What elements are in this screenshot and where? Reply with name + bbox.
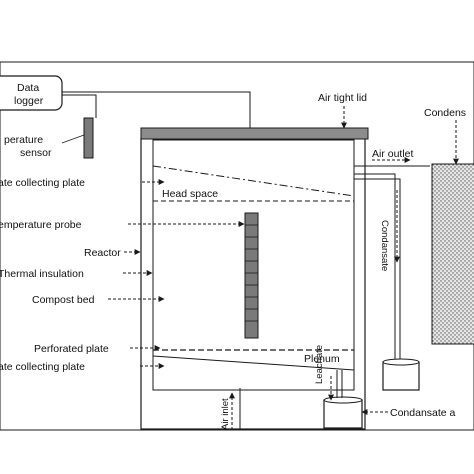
condensate-pipe bbox=[354, 173, 396, 362]
bottom-collecting-plate bbox=[152, 355, 355, 371]
condenser-wall bbox=[431, 163, 474, 345]
temperature-sensor-label-line2: sensor bbox=[20, 147, 52, 159]
outer-frame bbox=[0, 61, 474, 431]
leachate-label: Leachate bbox=[314, 345, 325, 384]
data-logger-label-line2: logger bbox=[14, 95, 44, 107]
leachate-container bbox=[323, 396, 363, 429]
condensate-container-label: Condansate a bbox=[390, 407, 456, 419]
temperature-probe-label: emperature probe bbox=[0, 219, 82, 231]
temperature-sensor bbox=[83, 117, 94, 159]
condensate-vertical-label: Condansate bbox=[379, 220, 390, 271]
air-inlet-label: Air inlet bbox=[220, 398, 231, 430]
temperature-sensor-label-line1: perature bbox=[4, 134, 43, 146]
condensate-container bbox=[382, 358, 420, 391]
top-collecting-plate-label: ate collecting plate bbox=[0, 177, 85, 189]
temperature-probe bbox=[244, 212, 259, 339]
data-logger-label-line1: Data bbox=[17, 82, 39, 94]
air-tight-lid bbox=[140, 127, 369, 140]
temperature-sensor-leader bbox=[61, 134, 85, 144]
head-space-label: Head space bbox=[162, 188, 218, 200]
data-logger: Data logger bbox=[0, 75, 63, 111]
air-outlet-label: Air outlet bbox=[372, 148, 414, 160]
reactor-label: Reactor bbox=[84, 247, 121, 259]
logger-to-sensor-cable bbox=[62, 94, 97, 118]
compost-bed-label: Compost bed bbox=[32, 294, 95, 306]
bottom-collecting-plate-label: ate collecting plate bbox=[0, 361, 85, 373]
thermal-insulation-label: Thermal insulation bbox=[0, 268, 84, 280]
air-tight-lid-label: Air tight lid bbox=[318, 92, 367, 104]
condensate-pipe-inner bbox=[354, 178, 401, 362]
perforated-plate-label: Perforated plate bbox=[34, 343, 109, 355]
plenum-label: Plenum bbox=[304, 353, 340, 365]
top-collecting-plate bbox=[152, 165, 355, 197]
condenser-label: Condens bbox=[424, 107, 466, 119]
